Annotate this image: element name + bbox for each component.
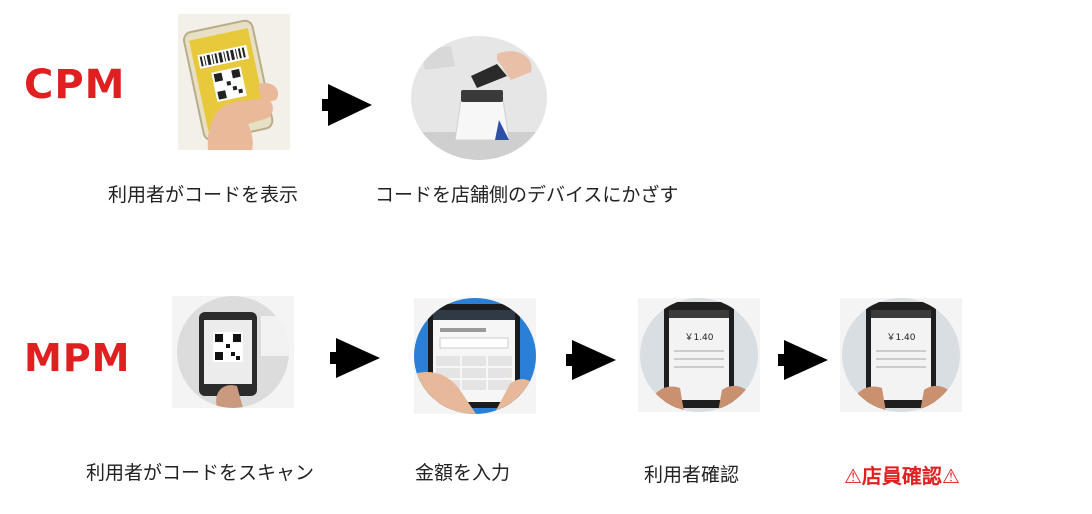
phone-user-confirm-image: ￥1.40 xyxy=(638,298,760,412)
cpm-label: CPM xyxy=(24,62,125,108)
mpm-step1-caption: 利用者がコードをスキャン xyxy=(86,458,314,485)
phone-staff-confirm-image: ￥1.40 xyxy=(840,298,962,412)
phone-entering-amount-image xyxy=(414,298,536,414)
arrow-icon xyxy=(566,340,616,380)
mpm-step2-caption: 金額を入力 xyxy=(415,458,510,485)
amount-text: ￥1.40 xyxy=(886,333,915,343)
mpm-step4-caption: ⚠店員確認⚠ xyxy=(844,460,960,489)
store-scanner-device-image xyxy=(411,36,547,160)
arrow-icon xyxy=(778,340,828,380)
arrow-icon xyxy=(330,338,380,378)
cpm-step1-caption: 利用者がコードを表示 xyxy=(108,180,298,207)
phone-showing-code-image xyxy=(178,14,290,150)
phone-scanning-code-image xyxy=(172,296,294,408)
mpm-step3-caption: 利用者確認 xyxy=(644,460,739,487)
cpm-step2-caption: コードを店舗側のデバイスにかざす xyxy=(375,180,678,207)
amount-text: ￥1.40 xyxy=(684,333,713,343)
mpm-label: MPM xyxy=(24,336,130,380)
arrow-icon xyxy=(322,84,372,126)
